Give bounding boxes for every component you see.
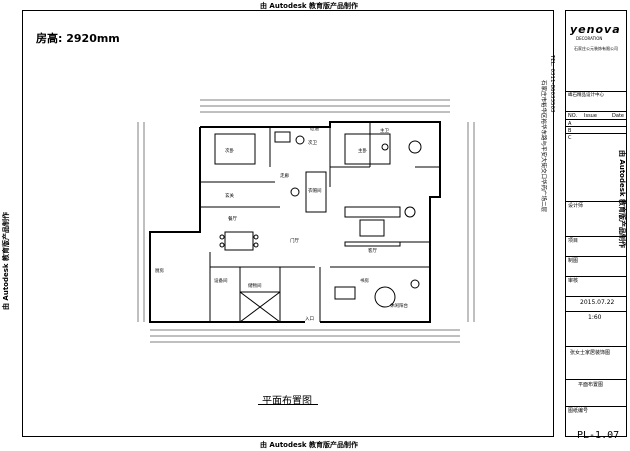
title-block: yenova DECORATION 石家庄公元装饰有限公司 峰石精品设计中心 N… [565,10,627,437]
project-name: 张女士家居装饰图 [570,350,611,356]
room-foyer: 门厅 [290,237,299,244]
issue-label: Issue [584,113,597,119]
project-label: 项目 [568,238,579,244]
approved-label: 审核 [568,278,579,284]
floor-plan: 次卧 主卧 次卫 主卫 过道 走廊 玄关 衣帽间 厨房 餐厅 客厅 门厅 书房 … [137,99,475,343]
room-cloak: 衣帽间 [308,187,322,194]
company-logo: yenova [570,23,621,36]
scale-value: 1:60 [588,314,602,321]
drawing-name: 平面布置图 [578,382,604,388]
company-tel: TEL: 0311-86033503 [549,55,555,113]
drawing-title-underline [258,404,318,405]
design-center: 峰石精品设计中心 [568,93,604,98]
room-entrance: 入口 [305,316,314,322]
room-bath1: 次卫 [308,139,317,146]
room-entry-closet: 玄关 [225,192,234,199]
designer-label: 设计师 [568,203,584,209]
drawing-no-label: 图纸编号 [568,408,589,414]
watermark-left: 由 Autodesk 教育版产品制作 [2,211,10,310]
company-name: 石家庄公元装饰有限公司 [574,46,618,51]
room-balcony: 休闲阳台 [390,302,408,309]
room-bath2: 主卫 [380,127,389,134]
issue-no-label: NO. [568,113,578,119]
drawn-label: 制图 [568,258,579,264]
issue-date-label: Date [612,113,624,119]
sheet-number: PL-1.07 [577,430,620,441]
ceiling-height: 房高: 2920mm [36,32,120,45]
room-hall: 过道 [310,125,319,132]
room-living: 客厅 [368,247,377,254]
rev-a: A [568,121,572,127]
room-study: 书房 [360,277,369,284]
rev-b: B [568,128,572,134]
drawing-title: 平面布置图 [262,396,312,407]
room-store: 储物间 [248,282,262,289]
company-logo-sub: DECORATION [576,36,603,41]
rev-c: C [568,135,572,141]
room-kitchen: 厨房 [155,267,164,274]
room-utility: 设备间 [214,277,228,284]
room-bedroom2: 次卧 [225,147,234,154]
room-corridor: 走廊 [280,172,289,179]
room-dining: 餐厅 [228,215,237,222]
watermark-bottom: 由 Autodesk 教育版产品制作 [260,441,359,449]
watermark-top: 由 Autodesk 教育版产品制作 [260,2,359,10]
room-master: 主卧 [358,147,367,154]
sheet-border [22,10,554,437]
company-address: 石家庄市裕华区裕华东路与平安大街交口华药广场二层 [540,80,546,213]
date-value: 2015.07.22 [580,299,615,306]
